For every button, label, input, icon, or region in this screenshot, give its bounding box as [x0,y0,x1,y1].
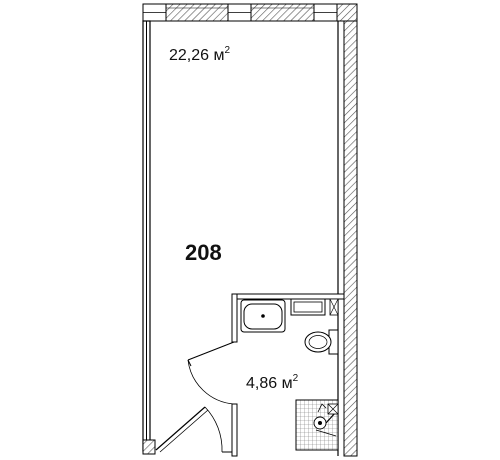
unit-number-label: 208 [185,240,222,265]
bathroom-walls [231,293,345,457]
bathroom-door [187,341,235,405]
top-wall [142,3,358,22]
pipe-riser [329,298,339,316]
main-room-area-label: 22,26 м2 [169,45,230,64]
cistern-icon [290,298,326,316]
left-wall-end [142,439,156,455]
bathroom-area-label: 4,86 м2 [246,373,299,392]
right-wall [337,20,358,457]
sink-icon [240,299,286,333]
left-wall [142,20,151,452]
shower-riser [327,403,339,415]
toilet-icon [304,329,339,355]
entrance-door [155,406,232,453]
